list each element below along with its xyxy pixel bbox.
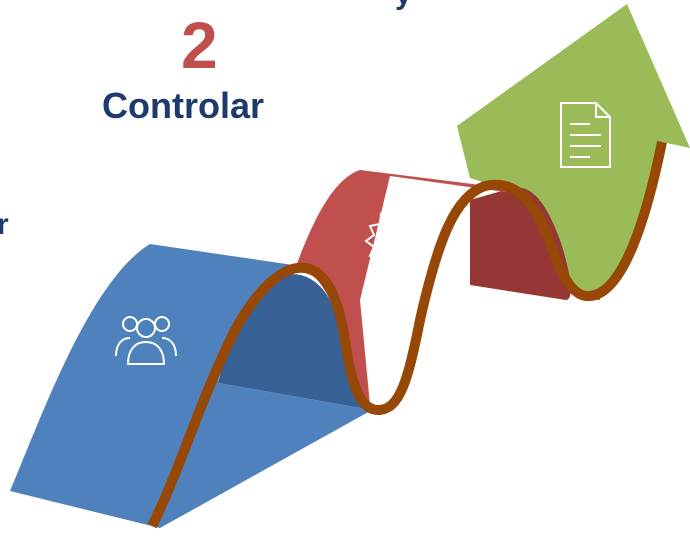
green-arrow bbox=[457, 4, 690, 297]
people-icon bbox=[115, 316, 177, 365]
gear-icon bbox=[364, 209, 426, 273]
step-title: Controlar bbox=[102, 85, 264, 126]
document-icon bbox=[560, 102, 611, 168]
clipped-label-left: r bbox=[0, 208, 9, 241]
blue-ribbon bbox=[10, 244, 372, 528]
ribbon-edge bbox=[147, 141, 667, 529]
clipped-label-top: y bbox=[395, 0, 412, 10]
step-number: 2 bbox=[181, 8, 218, 82]
red-back-face bbox=[470, 187, 571, 300]
